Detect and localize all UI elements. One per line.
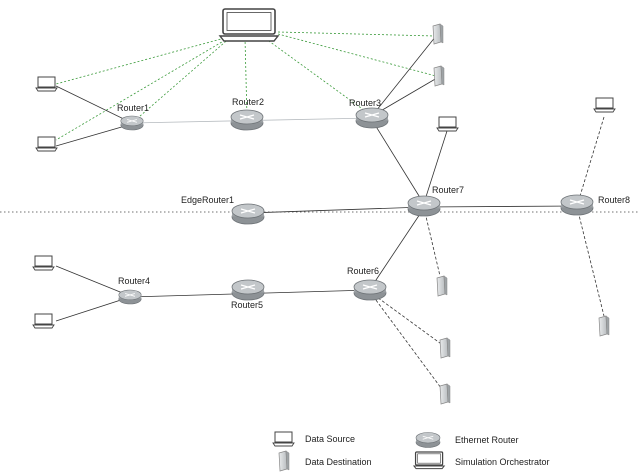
router-icon — [231, 279, 265, 301]
server-icon — [598, 315, 610, 337]
laptop-icon — [35, 136, 58, 152]
dashed-links — [369, 116, 605, 393]
legend-ethernet-router: Ethernet Router — [455, 435, 519, 445]
router-icon — [560, 194, 594, 216]
laptop-icon — [32, 255, 55, 271]
router-icon — [120, 115, 144, 131]
router-icon — [415, 432, 441, 448]
router-label-router3: Router3 — [349, 98, 381, 108]
router-label-router1: Router1 — [117, 103, 149, 113]
router-icon — [407, 195, 441, 217]
router-icon — [353, 279, 387, 301]
data-links — [55, 35, 578, 322]
router-label-edgerouter1: EdgeRouter1 — [181, 195, 234, 205]
server-icon — [436, 275, 448, 297]
laptop-icon — [35, 76, 58, 92]
router-icon — [231, 203, 265, 225]
router-label-router4: Router4 — [118, 276, 150, 286]
server-icon — [433, 65, 445, 87]
server-icon — [278, 450, 290, 472]
legend-data-source: Data Source — [305, 434, 355, 444]
laptop-icon — [32, 313, 55, 329]
orchestrator-icon — [412, 451, 446, 470]
legend: Data Source Data Destination Ethernet Ro… — [272, 431, 550, 472]
router-icon — [118, 289, 142, 305]
router-icon — [230, 109, 264, 131]
router-label-router2: Router2 — [232, 97, 264, 107]
router-label-router6: Router6 — [347, 266, 379, 276]
server-icon — [439, 383, 451, 405]
router-label-router7: Router7 — [432, 185, 464, 195]
laptop-icon — [593, 97, 616, 113]
server-icon — [439, 337, 451, 359]
legend-simulation-orchestrator: Simulation Orchestrator — [455, 457, 550, 467]
router-icon — [355, 107, 389, 129]
router-label-router8: Router8 — [598, 195, 630, 205]
legend-data-destination: Data Destination — [305, 457, 372, 467]
server-icon — [432, 23, 444, 45]
laptop-icon — [272, 431, 295, 447]
orchestrator-icon — [218, 8, 280, 42]
laptop-icon — [436, 116, 459, 132]
router-label-router5: Router5 — [231, 300, 263, 310]
